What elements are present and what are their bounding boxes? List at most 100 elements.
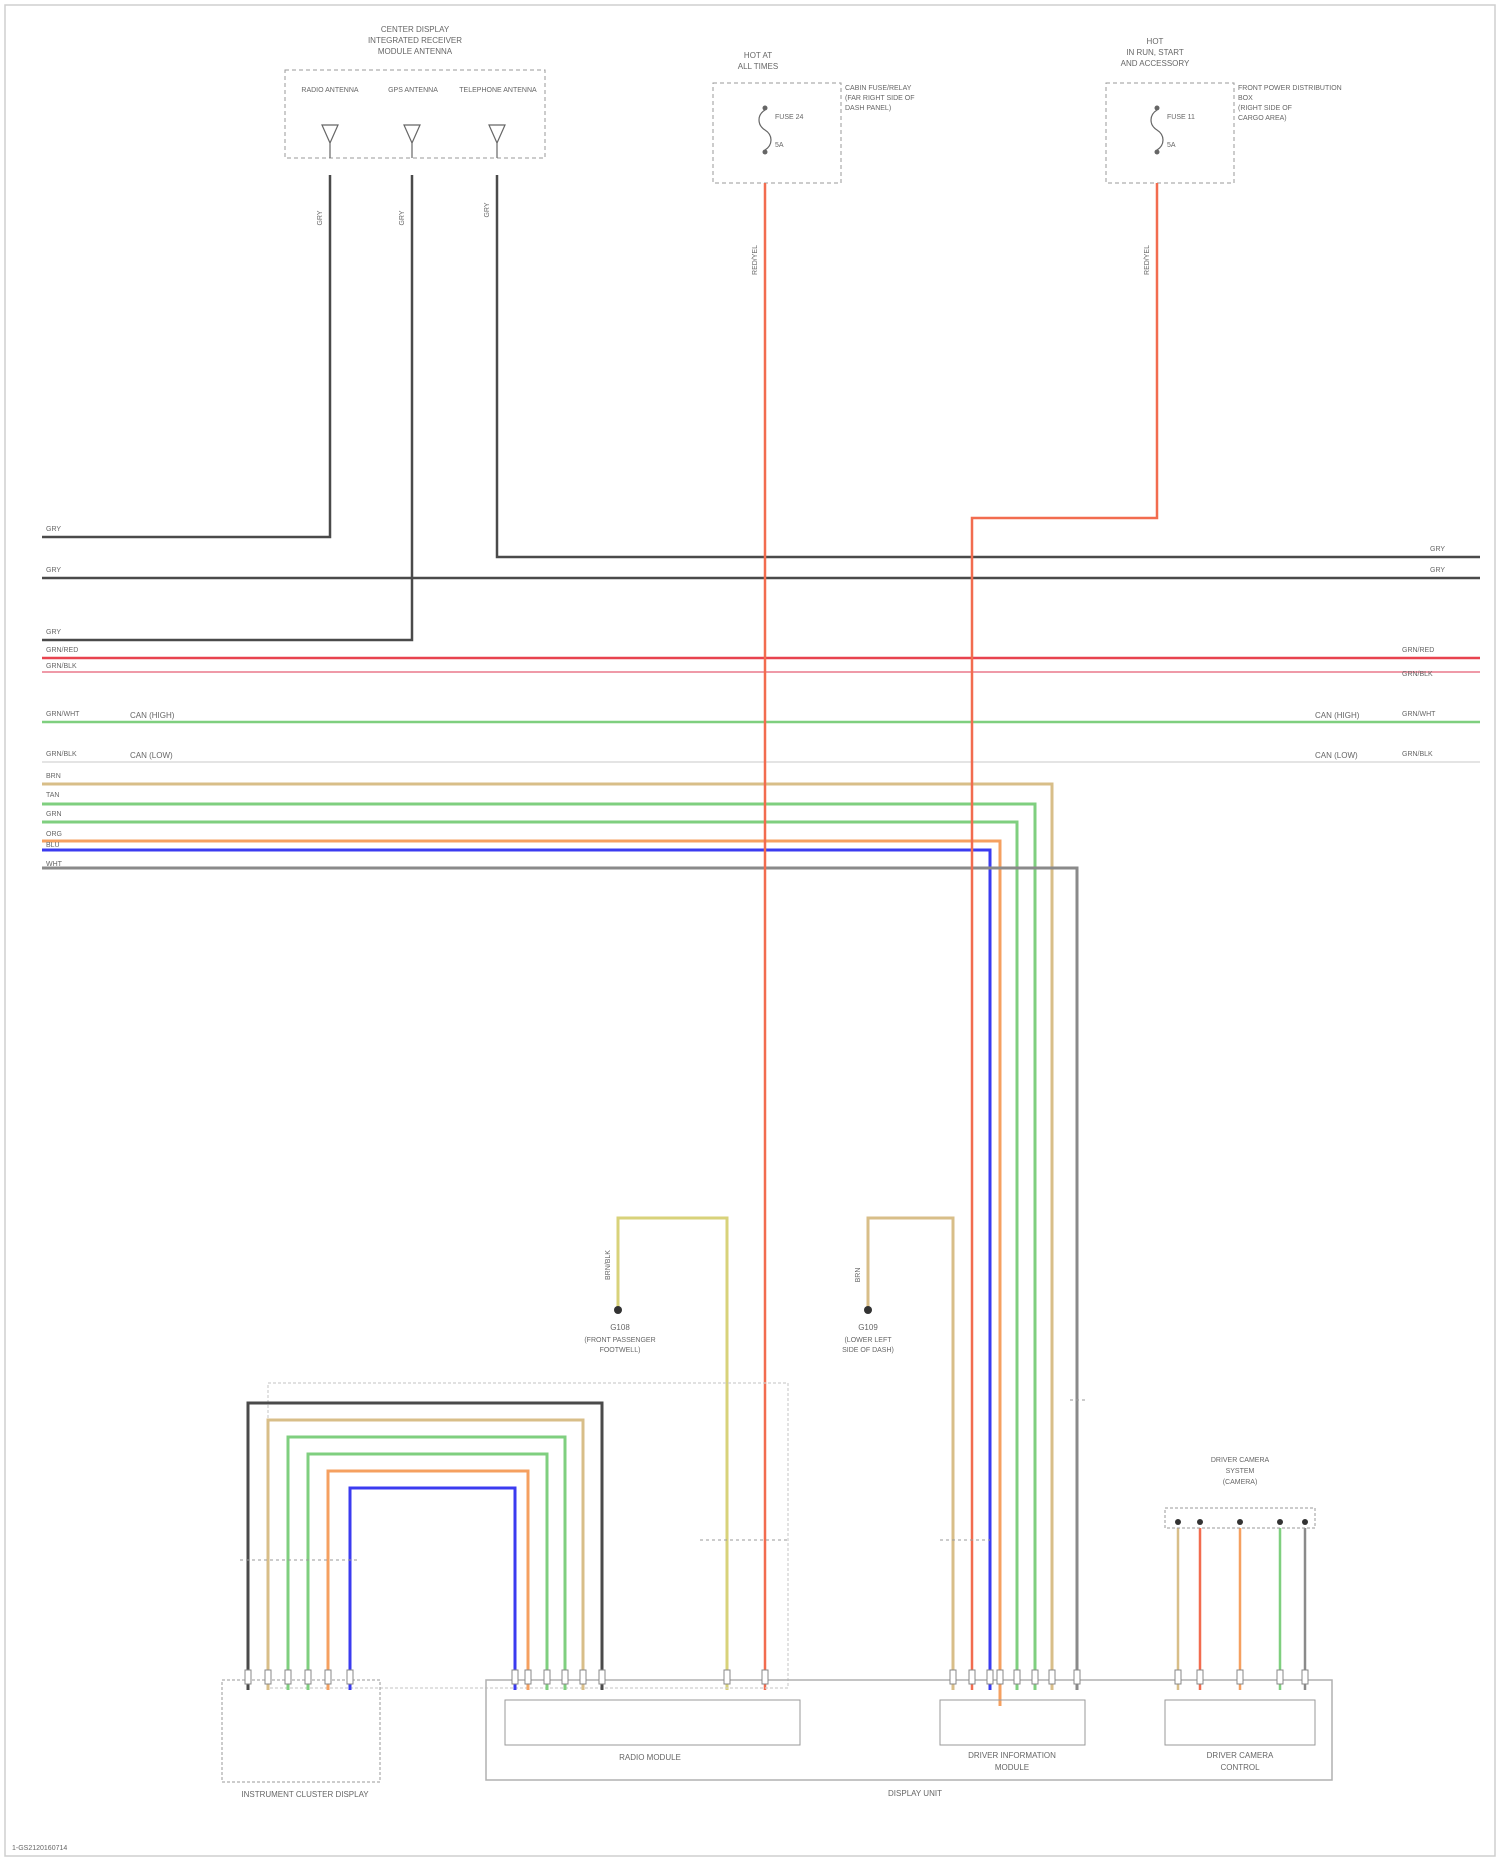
g109-location-1: (LOWER LEFT <box>844 1337 892 1344</box>
g108-wire-label: BRN/BLK <box>605 1250 612 1280</box>
gps-antenna-label: GPS ANTENNA <box>388 87 438 94</box>
g108-location-2: FOOTWELL) <box>600 1347 641 1354</box>
connector-pin <box>1074 1670 1080 1684</box>
driver-info-label-2: MODULE <box>995 1763 1029 1772</box>
fuse-hot-in-run: HOT IN RUN, START AND ACCESSORY FUSE 11 … <box>1106 37 1342 183</box>
fuse-left-number: FUSE 24 <box>775 114 804 121</box>
connector-pin <box>987 1670 993 1684</box>
tel-wire-label: GRY <box>484 202 491 217</box>
connector-pin <box>762 1670 768 1684</box>
connector-pin <box>1197 1670 1203 1684</box>
connector-pin <box>512 1670 518 1684</box>
left-label-5: GRN/BLK <box>46 663 77 670</box>
camera-system-title-3: (CAMERA) <box>1223 1479 1258 1486</box>
camera-control-label-2: CONTROL <box>1220 1763 1260 1772</box>
antenna-wires <box>42 175 1480 640</box>
horizontal-bus <box>42 578 1480 762</box>
fuse-right-title-1: HOT <box>1147 37 1164 46</box>
g108-id: G108 <box>610 1323 630 1332</box>
left-label-2: GRY <box>46 567 61 574</box>
ground-g109: BRN G109 (LOWER LEFT SIDE OF DASH) <box>842 1218 953 1690</box>
connector-pin <box>997 1670 1003 1684</box>
left-label-3: GRY <box>46 629 61 636</box>
right-label-5: GRN/WHT <box>1402 711 1436 718</box>
right-label-6: GRN/BLK <box>1402 751 1433 758</box>
left-label-1: GRY <box>46 526 61 533</box>
fuse-left-title-2: ALL TIMES <box>738 62 778 71</box>
display-unit-label: DISPLAY UNIT <box>888 1789 942 1798</box>
gps-wire-label: GRY <box>399 210 406 225</box>
radio-antenna-icon <box>322 125 338 158</box>
connector-pin <box>1302 1670 1308 1684</box>
connector-pin <box>580 1670 586 1684</box>
can-high-label-left: CAN (HIGH) <box>130 711 175 720</box>
driver-information-module: DRIVER INFORMATION MODULE <box>940 1700 1085 1772</box>
diagram-id: 1-GS2120160714 <box>12 1845 67 1852</box>
telephone-antenna-label: TELEPHONE ANTENNA <box>459 87 537 94</box>
left-label-13: WHT <box>46 861 63 868</box>
antenna-module-title-3: MODULE ANTENNA <box>378 47 453 56</box>
camera-system-title-2: SYSTEM <box>1226 1468 1255 1475</box>
connector-pin <box>1277 1670 1283 1684</box>
camera-system: DRIVER CAMERA SYSTEM (CAMERA) <box>1165 1457 1315 1528</box>
connector-pin <box>285 1670 291 1684</box>
radio-module: RADIO MODULE <box>505 1700 800 1762</box>
fuse-left-title-1: HOT AT <box>744 51 772 60</box>
g109-id: G109 <box>858 1323 878 1332</box>
connector-pin <box>305 1670 311 1684</box>
fuse-right-title-3: AND ACCESSORY <box>1121 59 1190 68</box>
g109-wire-label: BRN <box>855 1268 862 1283</box>
camera-system-title-1: DRIVER CAMERA <box>1211 1457 1270 1464</box>
left-label-7: GRN/BLK <box>46 751 77 758</box>
connector-pin <box>562 1670 568 1684</box>
connector-pin <box>325 1670 331 1684</box>
fuse-right-wire-label: RED/YEL <box>1144 245 1151 275</box>
left-label-12: BLU <box>46 842 60 849</box>
display-harness <box>42 784 1077 1706</box>
instrument-cluster: INSTRUMENT CLUSTER DISPLAY <box>222 1680 380 1799</box>
diagram-frame <box>5 5 1495 1856</box>
connector-pin <box>1014 1670 1020 1684</box>
connector-pin <box>525 1670 531 1684</box>
antenna-module-title-2: INTEGRATED RECEIVER <box>368 36 462 45</box>
driver-camera-control: DRIVER CAMERA CONTROL <box>1165 1700 1315 1772</box>
display-unit: DISPLAY UNIT <box>486 1680 1332 1798</box>
fuse-right-location-2: BOX <box>1238 95 1253 102</box>
ground-g108: BRN/BLK G108 (FRONT PASSENGER FOOTWELL) <box>584 1218 727 1690</box>
radio-antenna-label: RADIO ANTENNA <box>301 87 359 94</box>
can-low-label-left: CAN (LOW) <box>130 751 173 760</box>
left-label-10: GRN <box>46 811 62 818</box>
can-low-label-right: CAN (LOW) <box>1315 751 1358 760</box>
connector-pin <box>265 1670 271 1684</box>
gps-antenna-icon <box>404 125 420 158</box>
cluster-harness <box>248 1383 788 1690</box>
fuse-wires <box>765 183 1157 1690</box>
right-label-1: GRY <box>1430 546 1445 553</box>
fuse-right-number: FUSE 11 <box>1167 114 1195 121</box>
right-label-4: GRN/BLK <box>1402 671 1433 678</box>
radio-wire-label: GRY <box>317 210 324 225</box>
fuse-left-location-2: (FAR RIGHT SIDE OF <box>845 95 915 102</box>
fuse-left-location-3: DASH PANEL) <box>845 105 891 112</box>
connector-pin <box>599 1670 605 1684</box>
fuse-right-title-2: IN RUN, START <box>1126 48 1184 57</box>
fuse-right-location-1: FRONT POWER DISTRIBUTION <box>1238 85 1342 92</box>
connector-pin <box>1237 1670 1243 1684</box>
antenna-module: CENTER DISPLAY INTEGRATED RECEIVER MODUL… <box>285 25 545 158</box>
connector-pin <box>1032 1670 1038 1684</box>
radio-module-label: RADIO MODULE <box>619 1753 681 1762</box>
connector-pin <box>724 1670 730 1684</box>
fuse-right-symbol <box>1151 110 1163 150</box>
fuse-left-location-1: CABIN FUSE/RELAY <box>845 85 912 92</box>
instrument-cluster-label: INSTRUMENT CLUSTER DISPLAY <box>241 1790 369 1799</box>
connector-pin <box>969 1670 975 1684</box>
fuse-left-symbol <box>759 110 771 150</box>
left-label-11: ORG <box>46 831 62 838</box>
fuse-left-amp: 5A <box>775 142 784 149</box>
right-label-3: GRN/RED <box>1402 647 1434 654</box>
camera-control-label-1: DRIVER CAMERA <box>1207 1751 1274 1760</box>
left-label-9: TAN <box>46 792 59 799</box>
fuse-hot-at-all-times: HOT AT ALL TIMES FUSE 24 5A CABIN FUSE/R… <box>713 51 915 183</box>
left-label-4: GRN/RED <box>46 647 78 654</box>
